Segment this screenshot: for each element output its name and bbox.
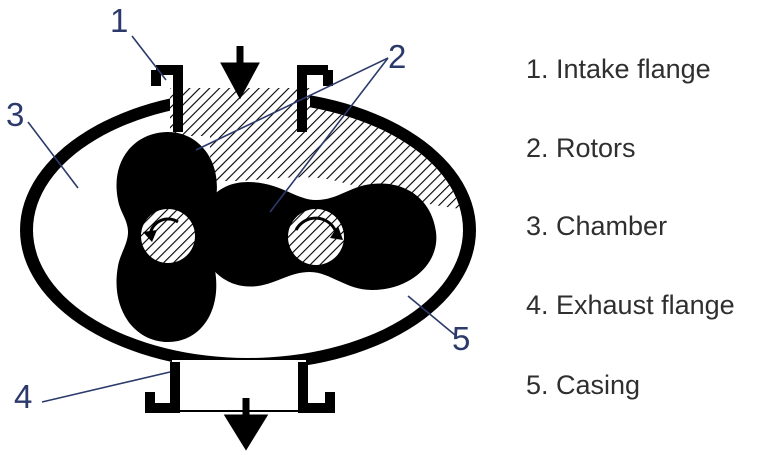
legend-item-rotors: 2. Rotors [526,133,636,163]
leader-4 [41,371,171,403]
legend-item-exhaust-flange: 4. Exhaust flange [526,290,735,320]
legend-item-chamber: 3. Chamber [526,211,668,241]
rotor-left [116,132,217,342]
rotor-right [199,182,437,290]
callout-lines [27,35,456,403]
intake-flange [151,46,333,136]
leader-5 [407,295,456,336]
intake-arrow-icon [220,46,260,100]
legend-item-intake-flange: 1. Intake flange [526,54,711,84]
legend-item-casing: 5. Casing [526,370,641,400]
exhaust-arrow-icon [223,398,269,451]
leader-3 [27,121,79,189]
callout-1: 1 [110,2,129,39]
callout-5: 5 [452,320,471,357]
leader-2a [195,57,389,151]
callout-3: 3 [6,96,25,133]
callout-4: 4 [14,378,33,415]
exhaust-flange [145,360,335,451]
roots-blower-diagram [20,35,476,451]
callout-2: 2 [388,38,407,75]
leader-1 [131,35,167,81]
leader-2b [269,57,389,213]
legend: 1. Intake flange 2. Rotors 3. Chamber 4.… [526,0,783,455]
